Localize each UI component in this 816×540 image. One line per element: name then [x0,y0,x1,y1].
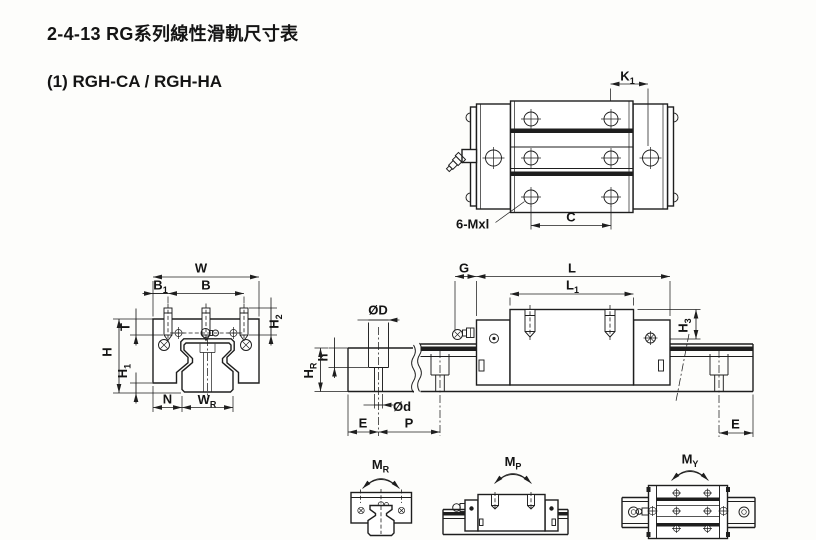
rail-break-line [675,333,690,402]
dimension-h3: H3 [637,309,701,340]
dimension-od-small: Ød [363,394,411,414]
moment-yaw-figure: MY [621,452,756,540]
moment-arrow-my [671,471,709,481]
moment-arrow-mr [362,479,400,489]
dimension-h1: H1 [115,364,152,404]
rail-hole-right [709,350,729,437]
dim-label-e: E [359,416,368,431]
moment-label-mp: MP [505,454,522,472]
dim-label-hr: HR [301,362,319,378]
moment-pitch-figure: MP [442,454,569,536]
dim-label-w: W [195,261,208,276]
dimension-n-wr: N WR [152,386,234,412]
moment-arrow-mp [494,474,532,484]
end-cap-right-side [632,319,671,386]
retainer-screw-icons [158,339,252,351]
dim-label-wr: WR [198,392,217,410]
dim-label-h2: H2 [267,314,285,328]
carriage-outline [152,318,260,384]
end-cap-left-side [475,319,511,386]
page-title: 2-4-13 RG系列線性滑軌尺寸表 [47,24,299,44]
dim-label-h1: H1 [115,364,133,378]
dim-label-l: L [568,261,576,276]
dimension-od: ØD [357,303,400,321]
dim-label-g: G [459,261,469,276]
model-heading: (1) RGH-CA / RGH-HA [47,72,223,91]
dim-label-h-small: h [316,353,331,361]
dimension-e-p: E P [347,394,440,436]
dim-label-b1: B1 [153,278,167,296]
dim-label-od: ØD [368,303,388,318]
dimension-t: T [118,308,163,346]
grease-nipple-front-icon [200,328,219,338]
dim-label-k1: K1 [620,69,634,87]
bolt-callout: 6-Mxl [456,201,525,232]
dim-label-b: B [201,278,210,293]
end-seal-bumps [465,112,679,203]
grease-nipple-mp-icon [452,503,466,512]
dim-label-p: P [405,416,414,431]
dimension-hr: HR [301,347,348,392]
block-top-view: K1 C 6-Mxl [445,69,679,232]
side-tapped-holes [524,305,616,341]
rail-hole-left [430,350,450,436]
dimension-h2: H2 [249,297,285,346]
top-tapped-holes [163,303,249,342]
dim-label-l1: L1 [566,278,579,296]
rail-section-view: ØD h HR Ød E [301,303,440,436]
dimension-l1: L1 [509,278,634,306]
dimension-l: L [476,261,671,316]
moment-roll-figure: MR [350,457,413,537]
datum-target-icons [172,327,240,339]
dimension-k1: K1 [610,69,649,146]
block-side-view: G L L1 H3 E [452,261,754,437]
moment-label-mr: MR [372,457,390,475]
my-mounting-holes [647,488,729,533]
rail-profile [181,342,234,393]
dim-label-6mxl: 6-Mxl [456,217,489,232]
dimension-c: C [530,205,612,230]
side-reference-holes [482,147,662,169]
dimension-g: G [454,261,477,330]
grease-nipple-my-icon [635,507,649,516]
dim-label-t: T [118,323,133,331]
dimension-h: H [100,318,181,394]
grease-nipple-top-icon [445,148,478,173]
break-wavy-edge [411,342,422,393]
dim-label-h3: H3 [676,318,694,332]
dimension-h-counterbore: h [316,337,368,378]
block-front-section: W B1 B T H [100,261,285,412]
moment-label-my: MY [682,452,699,470]
dimension-w: W [152,261,260,317]
mounting-holes [521,109,621,207]
dimension-b1-b: B1 B [142,278,245,303]
side-pilot-marks [489,331,658,345]
dim-label-c: C [566,210,576,225]
grease-nipple-side-icon [452,327,475,340]
dimension-e-right: E [719,394,754,437]
dim-label-e-right: E [731,417,740,432]
dim-label-h: H [100,347,115,356]
dim-label-n: N [163,392,172,407]
dim-label-od-small: Ød [393,399,411,414]
